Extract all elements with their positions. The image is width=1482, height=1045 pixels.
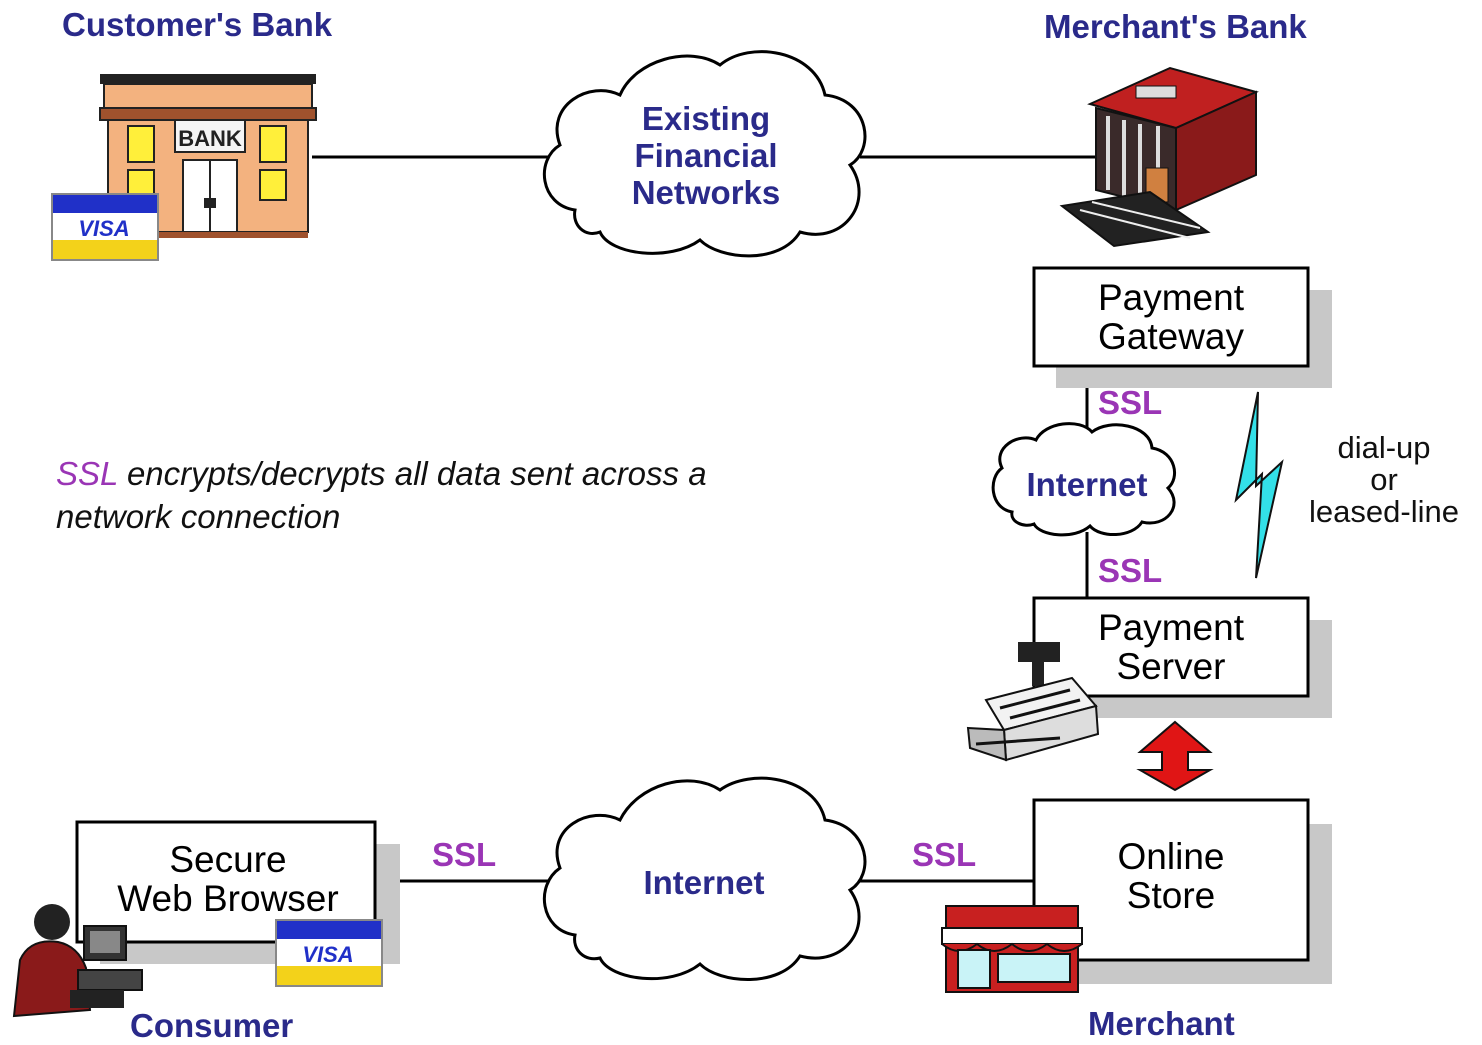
ssl-label-server: SSL	[1098, 552, 1163, 589]
storefront-icon	[941, 905, 1083, 993]
payment-server-label: Payment Server	[1034, 608, 1308, 686]
financial-networks-line-2: Financial	[634, 137, 778, 174]
bank-sign: BANK	[178, 126, 242, 151]
online-store-line-1: Online	[1117, 836, 1225, 877]
merchants-bank-label: Merchant's Bank	[1044, 8, 1307, 45]
lightning-bolt-icon	[1234, 391, 1284, 579]
payment-gateway-label: Payment Gateway	[1034, 278, 1308, 356]
financial-networks-label: Existing Financial Networks	[606, 100, 806, 211]
internet-bottom-label: Internet	[643, 864, 765, 901]
dialup-line-2: or	[1370, 462, 1398, 497]
online-store-label: Online Store	[1034, 837, 1308, 915]
merchant-label: Merchant	[1088, 1005, 1235, 1042]
ssl-label-browser: SSL	[432, 836, 497, 873]
payment-gateway-line-2: Gateway	[1097, 316, 1244, 357]
financial-networks-cloud	[543, 50, 867, 258]
browser-line-1: Secure	[169, 839, 287, 880]
internet-cloud-top	[991, 422, 1177, 537]
note-ssl-highlight: SSL	[56, 455, 118, 492]
financial-networks-line-1: Existing	[641, 100, 771, 137]
payment-gateway-line-1: Payment	[1097, 277, 1244, 318]
visa-card-icon: VISA	[51, 193, 159, 261]
browser-line-2: Web Browser	[117, 878, 339, 919]
note-line-2: network connection	[56, 498, 341, 535]
internet-cloud-bottom	[543, 776, 867, 981]
merchant-bank-building-icon	[1059, 66, 1259, 248]
ssl-label-store: SSL	[912, 836, 977, 873]
consumer-label: Consumer	[130, 1007, 294, 1044]
customers-bank-label: Customer's Bank	[62, 6, 333, 43]
visa-text: VISA	[78, 216, 129, 241]
ssl-label-gateway: SSL	[1098, 384, 1163, 421]
dialup-line-3: leased-line	[1309, 494, 1459, 529]
dialup-label: dial-up or leased-line	[1292, 432, 1476, 528]
payment-server-box	[1032, 596, 1332, 718]
note-line-1-text: encrypts/decrypts all data sent across a	[117, 455, 707, 492]
consumer-visa-card-icon: VISA	[275, 919, 383, 987]
internet-top-label: Internet	[1026, 466, 1148, 503]
consumer-person-icon	[12, 904, 143, 1018]
payment-server-line-2: Server	[1116, 646, 1226, 687]
double-arrow-icon	[1136, 720, 1214, 792]
note-line-1: SSL encrypts/decrypts all data sent acro…	[56, 452, 836, 495]
dialup-line-1: dial-up	[1337, 430, 1431, 465]
secure-web-browser-label: Secure Web Browser	[77, 840, 379, 918]
online-store-line-2: Store	[1126, 875, 1216, 916]
ssl-explanation-note: SSL encrypts/decrypts all data sent acro…	[56, 452, 836, 538]
consumer-visa-text: VISA	[302, 942, 353, 967]
financial-networks-line-3: Networks	[631, 174, 781, 211]
payment-gateway-box	[1032, 266, 1332, 388]
cash-register-icon	[966, 642, 1100, 762]
payment-server-line-1: Payment	[1097, 607, 1244, 648]
